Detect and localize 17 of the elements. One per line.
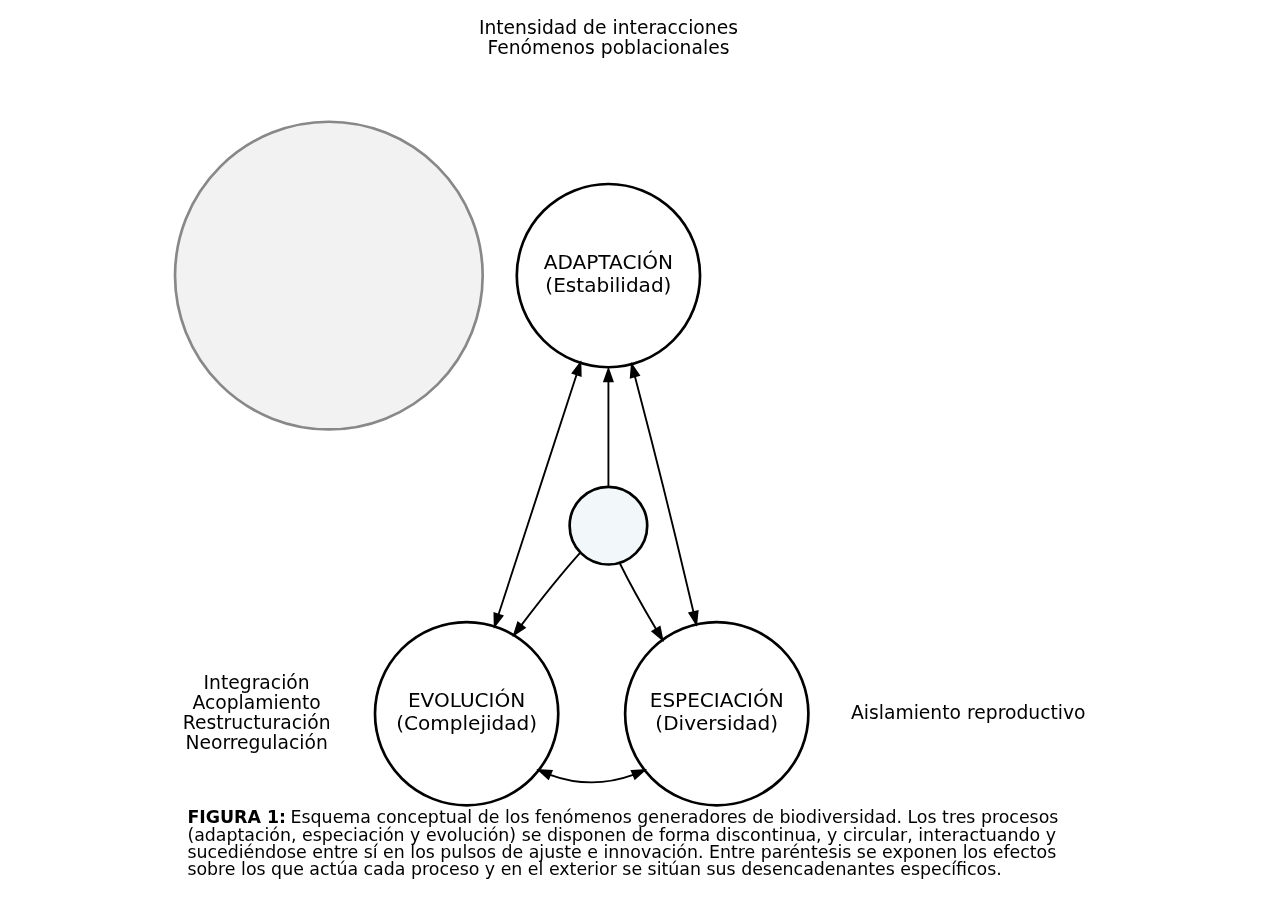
node-label: Intensidad de interacciones [478,16,738,38]
arrow [512,551,581,637]
node-circle: ADAPTACIÓN (Estabilidad) [515,182,702,369]
node-label: Integración [203,671,310,693]
node-label: Aislamiento reproductivo [850,701,1086,723]
arrow [629,361,699,627]
caption: FIGURA 1: Esquema conceptual de los fenómenos generadores de biodiversidad. Los tres procesos (adaptación, especiación y evolución) se disponen de forma discontinua, y circular, interactuando y sucediéndose entre sí en los pulsos de ajuste e innovación. Entre paréntesis se exponen los efectos sobre los que actúa cada proceso y en el exterior se sitúan sus desencadenantes específicos. [187,807,1059,880]
node-label: Neorregulación [185,731,328,753]
arrow [618,562,664,642]
node-label: Restructuración [182,711,331,733]
arrow [602,366,614,488]
arrow [536,769,648,784]
node-circle: ESPECIACIÓN (Diversidad) [623,620,810,807]
node-label: Fenómenos poblacionales [487,36,730,58]
node-circle [568,485,649,566]
arrow [493,360,582,629]
node-circle [173,120,484,431]
